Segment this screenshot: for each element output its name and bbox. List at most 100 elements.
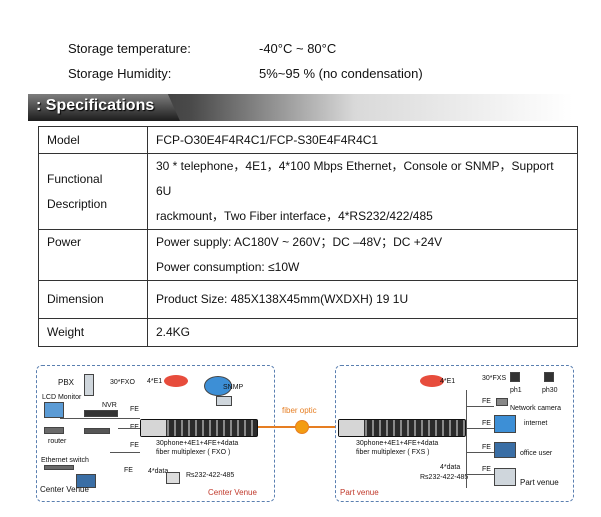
- internet-label: internet: [524, 420, 548, 427]
- router-label: router: [48, 438, 67, 445]
- ph1-label: ph1: [510, 387, 522, 394]
- phone-icon-30: [544, 372, 554, 382]
- functional-value-1: 30 * telephone，4E1，4*100 Mbps Ethernet，C…: [156, 159, 554, 198]
- center-venue-bottom-label: Center Venue: [40, 485, 89, 494]
- ph30-label: ph30: [542, 387, 558, 394]
- lcd-monitor-icon: [44, 402, 64, 418]
- left-multiplexer-device: [140, 419, 258, 437]
- specifications-title: : Specifications: [36, 97, 155, 114]
- snmp-globe-icon: [204, 376, 232, 396]
- functional-label-2: Description: [47, 196, 108, 211]
- left-mux-line-2: fiber multiplexer ( FXO ): [156, 449, 231, 456]
- link-line: [466, 390, 467, 488]
- functional-value-2: rackmount，Two Fiber interface，4*RS232/42…: [156, 209, 433, 223]
- right-fe-label-4: FE: [482, 466, 491, 473]
- snmp-label: SNMP: [223, 384, 244, 391]
- link-line: [466, 406, 494, 407]
- table-row: Weight 2.4KG: [38, 318, 578, 347]
- storage-humidity-label: Storage Humidity:: [68, 66, 172, 81]
- power-value-cell: Power supply: AC180V ~ 260V；DC ‒48V；DC +…: [147, 229, 578, 281]
- left-mux-line-1: 30phone+4E1+4FE+4data: [156, 440, 239, 447]
- left-rs232-label: Rs232-422-485: [186, 472, 235, 479]
- part-venue-label: Part venue: [340, 488, 379, 497]
- part-venue-bottom-label: Part venue: [520, 478, 559, 487]
- center-venue-label: Center Venue: [208, 488, 257, 497]
- multiplexer-front-panel: [339, 420, 365, 436]
- right-multiplexer-device: [338, 419, 466, 437]
- network-diagram: PBX 30*FXO 4*E1 SNMP LCD Monitor NVR FE …: [36, 362, 576, 512]
- left-fe-label-2: FE: [130, 424, 139, 432]
- laptop-icon: [216, 396, 232, 406]
- left-fe-label-4: FE: [124, 467, 133, 474]
- link-line: [60, 418, 140, 419]
- right-fe-label-3: FE: [482, 444, 491, 451]
- left-e1-label: 4*E1: [147, 378, 163, 385]
- fxs-label: 30*FXS: [482, 375, 507, 382]
- power-value-1: Power supply: AC180V ~ 260V；DC ‒48V；DC +…: [156, 235, 443, 249]
- power-label: Power: [38, 229, 148, 281]
- workstation-icon: [76, 474, 96, 488]
- pbx-label: PBX: [58, 378, 75, 387]
- router-icon: [44, 427, 64, 434]
- link-line: [466, 452, 494, 453]
- phone-icon-1: [510, 372, 520, 382]
- office-user-pc-icon: [494, 442, 516, 458]
- multiplexer-front-panel: [141, 420, 167, 436]
- functional-label-cell: Functional Description: [38, 153, 148, 230]
- functional-label-1: Functional: [47, 171, 103, 186]
- model-label: Model: [38, 126, 148, 154]
- model-value: FCP-O30E4F4R4C1/FCP-S30E4F4R4C1: [147, 126, 578, 154]
- fxo-label: 30*FXO: [110, 379, 135, 386]
- environment-section: Storage temperature: -40°C ~ 80°C Storag…: [0, 0, 601, 90]
- right-mux-line-1: 30phone+4E1+4FE+4data: [356, 440, 439, 447]
- specifications-header: : Specifications: [28, 94, 573, 121]
- fiber-coil-icon: [295, 420, 309, 434]
- network-camera-label: Network camera: [510, 405, 561, 412]
- table-row: Model FCP-O30E4F4R4C1/FCP-S30E4F4R4C1: [38, 126, 578, 154]
- table-row: Power Power supply: AC180V ~ 260V；DC ‒48…: [38, 229, 578, 281]
- weight-label: Weight: [38, 318, 148, 347]
- camera-icon: [496, 398, 508, 406]
- left-fe-label-1: FE: [130, 406, 139, 413]
- link-line: [110, 452, 140, 453]
- functional-value-cell: 30 * telephone，4E1，4*100 Mbps Ethernet，C…: [147, 153, 578, 230]
- header-tab: [28, 94, 180, 121]
- nvr-label: NVR: [102, 402, 117, 409]
- internet-pc-icon: [494, 415, 516, 433]
- right-e1-label: 4*E1: [440, 378, 456, 385]
- dimension-label: Dimension: [38, 280, 148, 319]
- right-fe-label-2: FE: [482, 420, 491, 427]
- link-line: [466, 428, 494, 429]
- right-fe-label-1: FE: [482, 398, 491, 405]
- office-user-label: office user: [520, 450, 553, 457]
- storage-temperature-value: -40°C ~ 80°C: [259, 41, 337, 56]
- fiber-optic-label: fiber optic: [282, 406, 317, 415]
- ethernet-switch-label: Ethernet switch: [41, 457, 89, 464]
- pbx-icon: [84, 374, 94, 396]
- part-venue-box: [335, 365, 574, 502]
- table-row: Functional Description 30 * telephone，4E…: [38, 153, 578, 230]
- nvr-icon: [84, 410, 118, 417]
- right-rs232-label: Rs232-422-485: [420, 474, 469, 481]
- switch-icon: [44, 465, 74, 470]
- storage-temperature-label: Storage temperature:: [68, 41, 191, 56]
- weight-value: 2.4KG: [147, 318, 578, 347]
- server-icon: [84, 428, 110, 434]
- specifications-table: Model FCP-O30E4F4R4C1/FCP-S30E4F4R4C1 Fu…: [38, 126, 578, 347]
- link-line: [466, 474, 494, 475]
- dimension-value: Product Size: 485X138X45mm(WXDXH) 19 1U: [147, 280, 578, 319]
- e1-burst-icon: [164, 375, 188, 387]
- power-value-2: Power consumption: ≤10W: [156, 260, 300, 274]
- left-fe-label-3: FE: [130, 442, 139, 449]
- right-data-label: 4*data: [440, 464, 461, 471]
- left-rs232-pc-icon: [166, 472, 180, 484]
- storage-humidity-value: 5%~95 % (no condensation): [259, 66, 423, 81]
- part-venue-pc-icon: [494, 468, 516, 486]
- right-mux-line-2: fiber multiplexer ( FXS ): [356, 449, 430, 456]
- table-row: Dimension Product Size: 485X138X45mm(WXD…: [38, 280, 578, 319]
- left-data-label: 4*data: [148, 468, 169, 475]
- right-e1-burst-icon: [420, 375, 444, 387]
- center-venue-box: [36, 365, 275, 502]
- link-line: [118, 428, 140, 429]
- lcd-monitor-label: LCD Monitor: [42, 394, 82, 401]
